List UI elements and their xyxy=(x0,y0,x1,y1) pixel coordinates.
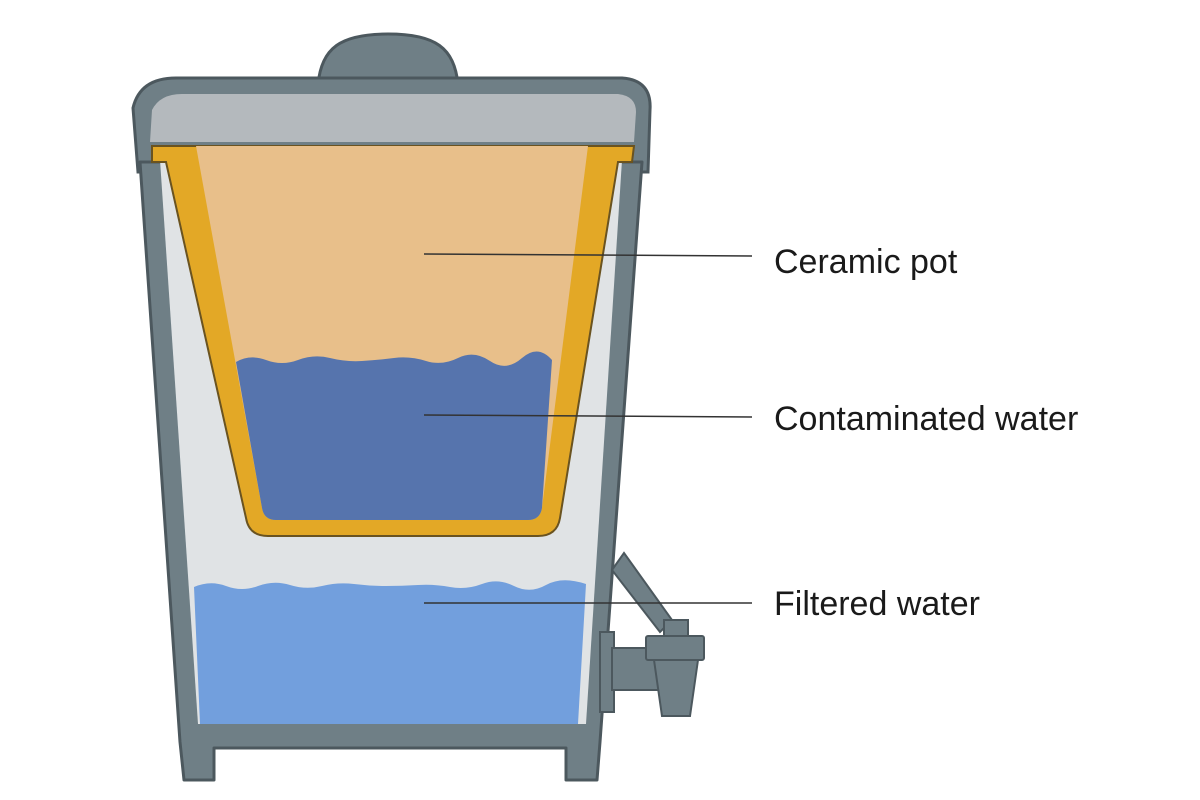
contaminated-water-leader-line xyxy=(423,414,753,418)
ceramic-pot-label: Ceramic pot xyxy=(774,243,958,281)
contaminated-water-label: Contaminated water xyxy=(774,400,1078,438)
filtered-water xyxy=(194,580,586,724)
ceramic-pot-leader-line xyxy=(423,253,753,257)
spigot-tap-icon xyxy=(599,551,705,717)
lid-knob-icon xyxy=(316,32,460,86)
filtered-water-label: Filtered water xyxy=(774,585,980,623)
lid-inner-panel xyxy=(150,94,636,142)
contaminated-water xyxy=(236,351,552,520)
